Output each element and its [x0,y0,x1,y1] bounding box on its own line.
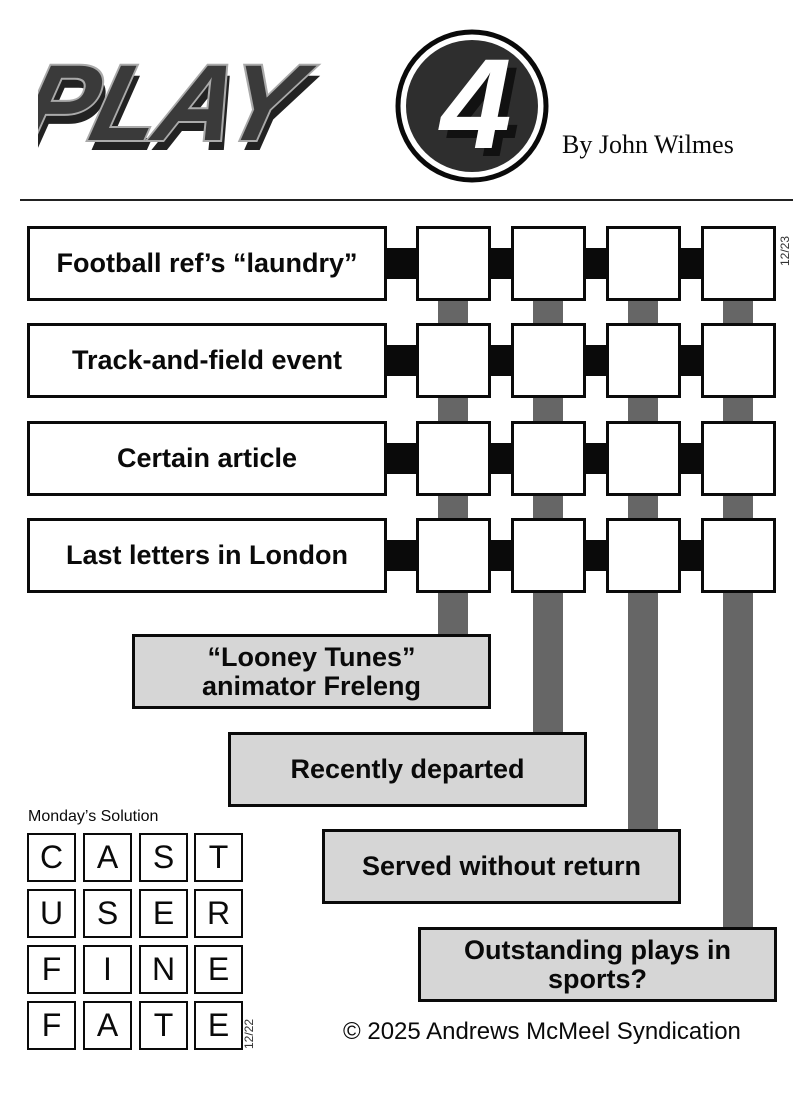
solution-cell: U [27,889,76,938]
across-connector [490,443,514,474]
across-connector [680,248,704,279]
solution-cell: A [83,833,132,882]
grid-cell-r1c2[interactable] [511,226,586,301]
grid-cell-r2c4[interactable] [701,323,776,398]
across-clue-3-text: Certain article [116,443,298,474]
across-clue-4-text: Last letters in London [65,540,348,571]
down-clue-3: Served without return [322,829,681,904]
grid-cell-r3c1[interactable] [416,421,491,496]
down-clue-4-text: Outstanding plays in sports? [463,935,732,994]
header-divider [20,199,793,201]
solution-cell: C [27,833,76,882]
across-clue-4: Last letters in London [27,518,387,593]
grid-cell-r1c3[interactable] [606,226,681,301]
grid-cell-r3c4[interactable] [701,421,776,496]
across-connector [585,345,609,376]
across-clue-3: Certain article [27,421,387,496]
down-clue-2: Recently departed [228,732,587,807]
solution-cell: S [139,833,188,882]
grid-cell-r2c1[interactable] [416,323,491,398]
solution-cell: F [27,1001,76,1050]
across-connector [585,540,609,571]
across-connector [680,345,704,376]
solution-cell: N [139,945,188,994]
solution-cell: F [27,945,76,994]
grid-cell-r4c1[interactable] [416,518,491,593]
grid-cell-r3c3[interactable] [606,421,681,496]
solution-cell: I [83,945,132,994]
logo-number-badge: 4 4 [395,29,549,184]
grid-cell-r1c4[interactable] [701,226,776,301]
solution-cell: E [194,1001,243,1050]
down-clue-1: “Looney Tunes” animator Freleng [132,634,491,709]
logo-text: PLAY [38,43,323,163]
across-clue-1-text: Football ref’s “laundry” [56,248,358,279]
grid-cell-r2c3[interactable] [606,323,681,398]
grid-cell-r4c4[interactable] [701,518,776,593]
solution-cell: E [139,889,188,938]
solution-date: 12/22 [240,1015,262,1055]
solution-cell: T [194,833,243,882]
solution-cell: E [194,945,243,994]
across-clue-2-text: Track-and-field event [71,345,343,376]
byline: By John Wilmes [562,130,734,159]
puzzle-date-text: 12/23 [778,235,793,267]
across-connector [680,443,704,474]
puzzle-date: 12/23 [776,232,793,272]
across-connector [490,345,514,376]
solution-cell: A [83,1001,132,1050]
solution-title: Monday’s Solution [28,808,159,825]
grid-cell-r1c1[interactable] [416,226,491,301]
across-connector [490,248,514,279]
down-clue-2-text: Recently departed [290,754,525,785]
across-connector [386,345,418,376]
grid-cell-r2c2[interactable] [511,323,586,398]
across-connector [680,540,704,571]
across-clue-1: Football ref’s “laundry” [27,226,387,301]
across-connector [386,248,418,279]
down-clue-1-text: “Looney Tunes” animator Freleng [201,642,422,701]
logo-wordmark: PLAY PLAY [38,41,326,173]
across-connector [585,248,609,279]
solution-cell: T [139,1001,188,1050]
down-clue-3-text: Served without return [361,851,642,882]
across-connector [386,540,418,571]
grid-cell-r3c2[interactable] [511,421,586,496]
across-clue-2: Track-and-field event [27,323,387,398]
down-clue-4: Outstanding plays in sports? [418,927,777,1002]
across-connector [386,443,418,474]
grid-cell-r4c3[interactable] [606,518,681,593]
copyright: © 2025 Andrews McMeel Syndication [343,1018,741,1045]
solution-cell: S [83,889,132,938]
logo-number: 4 [437,33,511,176]
play4-logo: PLAY PLAY 4 4 [38,29,549,184]
logo-number-shadow: 4 [445,41,519,184]
solution-cell: R [194,889,243,938]
across-connector [585,443,609,474]
across-connector [490,540,514,571]
solution-date-text: 12/22 [242,1018,257,1050]
grid-cell-r4c2[interactable] [511,518,586,593]
logo-shadow-text: PLAY [38,53,326,173]
